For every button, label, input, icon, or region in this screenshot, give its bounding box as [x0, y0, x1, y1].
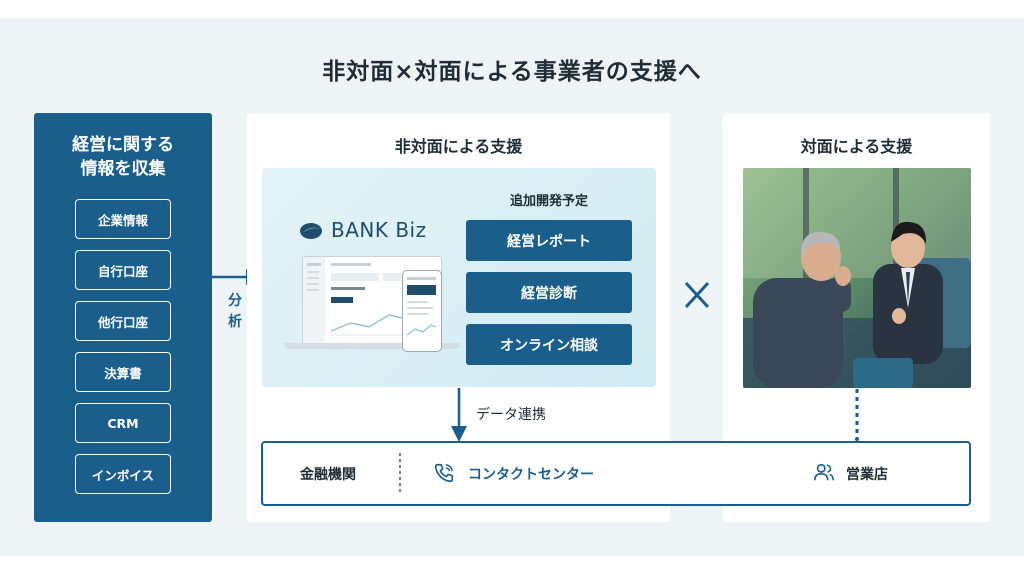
bar-divider — [399, 453, 401, 495]
face-to-face-title: 対面による支援 — [800, 137, 913, 156]
info-collection-title-line1: 経営に関する — [72, 135, 174, 155]
data-link-label: データ連携 — [476, 407, 546, 423]
management-report-box: 経営レポート — [466, 220, 632, 261]
info-item-crm: CRM — [75, 403, 171, 443]
online-consultation-box: オンライン相談 — [466, 324, 632, 365]
bank-biz-logo-icon — [300, 223, 322, 239]
planned-development-title: 追加開発予定 — [509, 194, 588, 209]
financial-institution-bar: 金融機関 コンタクトセンター 営業店 — [261, 441, 971, 506]
financial-institution-label: 金融機関 — [300, 467, 356, 483]
phone-screen-icon — [406, 277, 437, 336]
info-item-financial-statement: 決算書 — [75, 352, 171, 392]
info-item-company: 企業情報 — [75, 199, 171, 239]
arrow-down-icon — [451, 388, 467, 442]
info-collection-title: 経営に関する 情報を収集 — [34, 133, 212, 181]
bank-biz-box: BANK Biz — [262, 168, 656, 387]
page-title: 非対面×対面による事業者の支援へ — [322, 59, 702, 85]
info-item-invoice: インボイス — [75, 454, 171, 494]
analysis-char-1: 分 — [228, 293, 242, 309]
info-collection-panel: 経営に関する 情報を収集 企業情報 自行口座 他行口座 決算書 CRM インボイ… — [34, 113, 212, 522]
dotted-connector — [855, 389, 859, 441]
info-collection-title-line2: 情報を収集 — [80, 159, 166, 179]
cross-icon — [684, 281, 710, 309]
meeting-photo — [743, 168, 971, 388]
non-face-to-face-title: 非対面による支援 — [394, 137, 523, 156]
meeting-photo-illustration — [743, 168, 971, 388]
laptop-base — [284, 343, 460, 349]
info-item-other-account: 他行口座 — [75, 301, 171, 341]
phone-icon — [434, 463, 454, 483]
contact-center-label: コンタクトセンター — [468, 467, 594, 483]
management-diagnosis-box: 経営診断 — [466, 272, 632, 313]
analysis-char-2: 析 — [228, 314, 242, 330]
person-icon — [814, 463, 834, 481]
phone-mockup — [402, 270, 442, 352]
info-item-own-account: 自行口座 — [75, 250, 171, 290]
non-face-to-face-panel: 非対面による支援 BANK Biz — [247, 113, 670, 522]
branch-office-label: 営業店 — [846, 467, 888, 483]
analysis-label: 分 析 — [224, 291, 246, 333]
bank-biz-logo-text: BANK Biz — [331, 218, 427, 242]
